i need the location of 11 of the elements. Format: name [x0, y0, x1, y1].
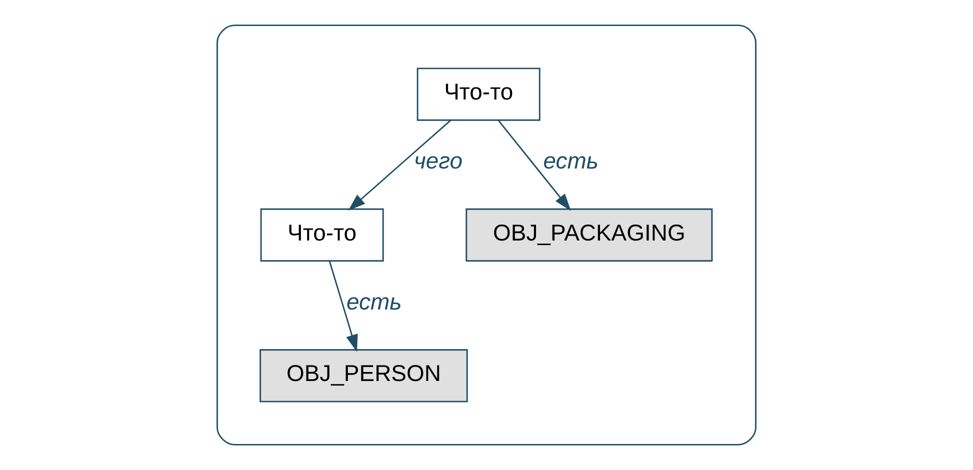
edge-label: есть — [346, 288, 402, 314]
arrow — [328, 260, 358, 352]
edge-label: чего — [414, 148, 462, 174]
edge-label: есть — [543, 148, 598, 174]
arrow — [498, 120, 571, 211]
node-box: OBJ_PERSON — [260, 349, 468, 402]
arrow — [348, 120, 452, 211]
cluster — [216, 24, 756, 446]
node-box: Что-то — [416, 68, 540, 121]
node-box: Что-то — [260, 208, 384, 262]
node-box: OBJ_PACKAGING — [466, 208, 713, 262]
